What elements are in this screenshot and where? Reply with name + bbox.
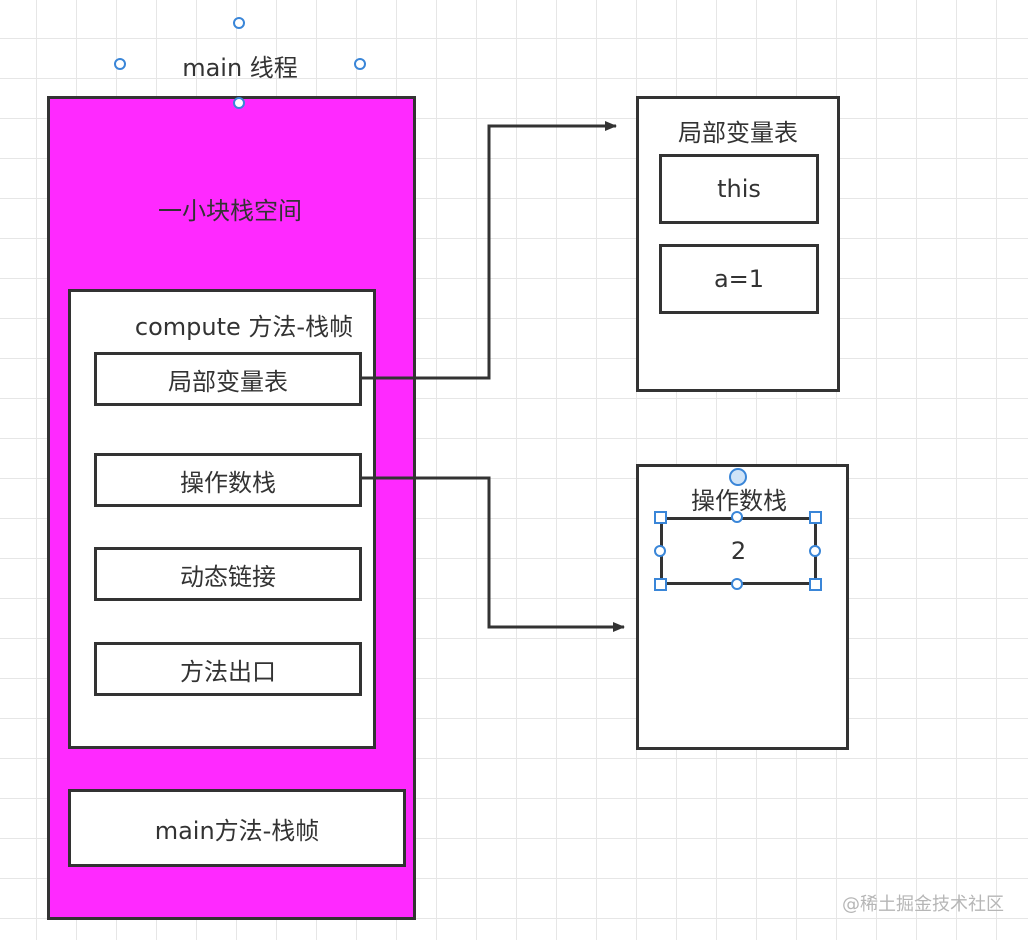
frame-item-local-vars[interactable]: 局部变量表 (94, 352, 362, 406)
frame-item-operand-stack[interactable]: 操作数栈 (94, 453, 362, 507)
selection-handle-stack-top[interactable] (233, 97, 245, 109)
main-frame[interactable]: main方法-栈帧 (68, 789, 406, 867)
arrow-local-vars (362, 121, 617, 380)
selection-handle-left[interactable] (114, 58, 126, 70)
local-var-table-title: 局部变量表 (678, 119, 798, 147)
selection-handle-right[interactable] (354, 58, 366, 70)
frame-item-dynamic-link[interactable]: 动态链接 (94, 547, 362, 601)
frame-item-method-exit[interactable]: 方法出口 (94, 642, 362, 696)
local-var-entry-this[interactable]: this (659, 154, 819, 224)
thread-title[interactable]: main 线程 (182, 54, 298, 82)
resize-handle-b[interactable] (731, 578, 743, 590)
local-var-entry-a[interactable]: a=1 (659, 244, 819, 314)
operand-entry-2[interactable]: 2 (660, 517, 817, 585)
rotate-handle[interactable] (729, 468, 747, 486)
resize-handle-l[interactable] (654, 545, 666, 557)
resize-handle-bl[interactable] (654, 578, 667, 591)
resize-handle-br[interactable] (809, 578, 822, 591)
selection-handle-top[interactable] (233, 17, 245, 29)
resize-handle-tl[interactable] (654, 511, 667, 524)
watermark: @稀土掘金技术社区 (842, 894, 1004, 915)
arrow-operand-stack (362, 476, 625, 632)
resize-handle-r[interactable] (809, 545, 821, 557)
resize-handle-tr[interactable] (809, 511, 822, 524)
stack-space-label: 一小块栈空间 (158, 197, 302, 225)
resize-handle-t[interactable] (731, 511, 743, 523)
compute-frame-title: compute 方法-栈帧 (134, 313, 354, 341)
operand-stack-title: 操作数栈 (691, 487, 787, 515)
